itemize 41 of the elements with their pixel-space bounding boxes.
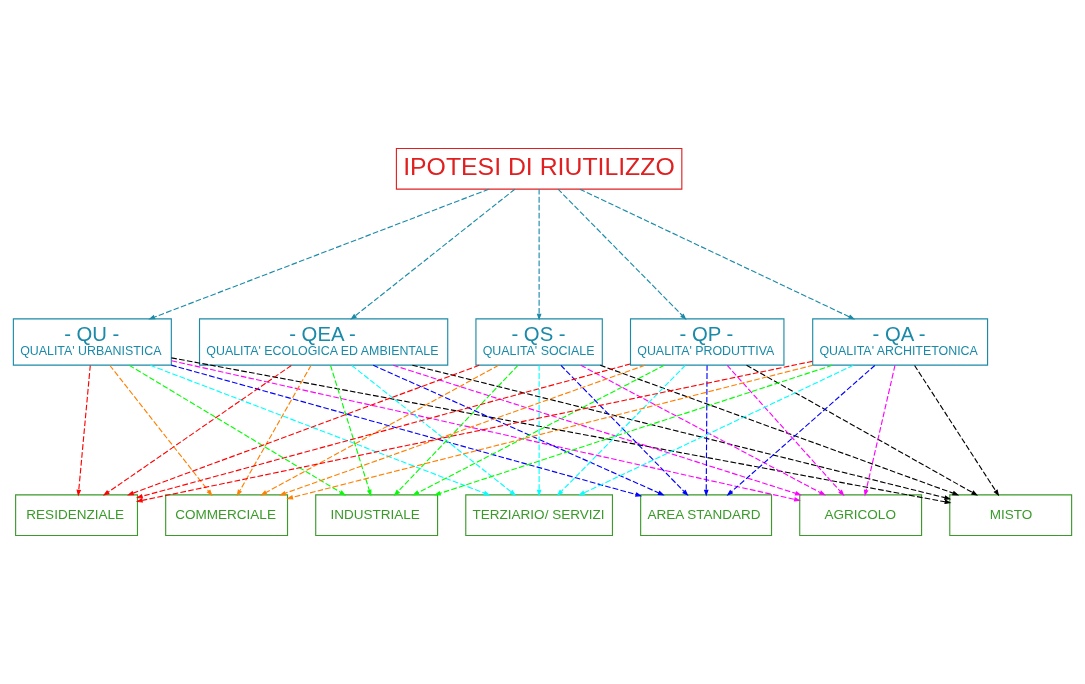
arrow bbox=[579, 188, 856, 320]
arrow bbox=[236, 364, 312, 497]
arrow bbox=[536, 364, 542, 497]
arrow bbox=[433, 364, 833, 496]
node-box: COMMERCIALE bbox=[165, 494, 289, 537]
node-box: AGRICOLO bbox=[799, 494, 923, 537]
arrow bbox=[260, 364, 500, 496]
arrow bbox=[914, 364, 1000, 497]
arrow bbox=[746, 364, 979, 496]
node-box: IPOTESI DI RIUTILIZZO bbox=[395, 147, 683, 190]
arrow bbox=[863, 364, 896, 497]
node-box: - QU - QUALITA' URBANISTICA bbox=[12, 318, 172, 366]
node-box: - QA - QUALITA' ARCHITETONICA bbox=[812, 318, 989, 366]
arrow bbox=[557, 188, 687, 320]
arrow bbox=[726, 364, 876, 496]
arrow bbox=[726, 364, 845, 497]
node-box: MISTO bbox=[949, 494, 1073, 537]
arrow bbox=[536, 188, 542, 321]
node-box: AREA STANDARD bbox=[640, 494, 773, 537]
arrow bbox=[703, 364, 709, 497]
arrow bbox=[599, 364, 960, 496]
arrow bbox=[170, 357, 952, 505]
node-box: - QS - QUALITA' SOCIALE bbox=[475, 318, 603, 366]
arrow bbox=[148, 188, 490, 320]
arrow bbox=[350, 188, 516, 320]
node-box: TERZIARIO/ SERVIZI bbox=[465, 494, 613, 537]
arrow bbox=[411, 364, 952, 500]
arrow bbox=[109, 364, 213, 497]
arrow bbox=[351, 364, 517, 496]
node-box: - QP - QUALITA' PRODUTTIVA bbox=[629, 318, 785, 366]
arrow bbox=[279, 364, 646, 496]
node-box: - QEA - QUALITA' ECOLOGICA ED AMBIENTALE bbox=[198, 318, 449, 366]
arrow bbox=[128, 364, 347, 496]
arrow bbox=[76, 364, 91, 497]
arrow bbox=[330, 364, 372, 497]
arrow bbox=[286, 364, 814, 500]
node-box: RESIDENZIALE bbox=[15, 494, 139, 537]
arrow bbox=[392, 364, 802, 496]
node-box: INDUSTRIALE bbox=[315, 494, 439, 537]
arrow bbox=[102, 364, 292, 496]
arrow bbox=[393, 364, 519, 497]
